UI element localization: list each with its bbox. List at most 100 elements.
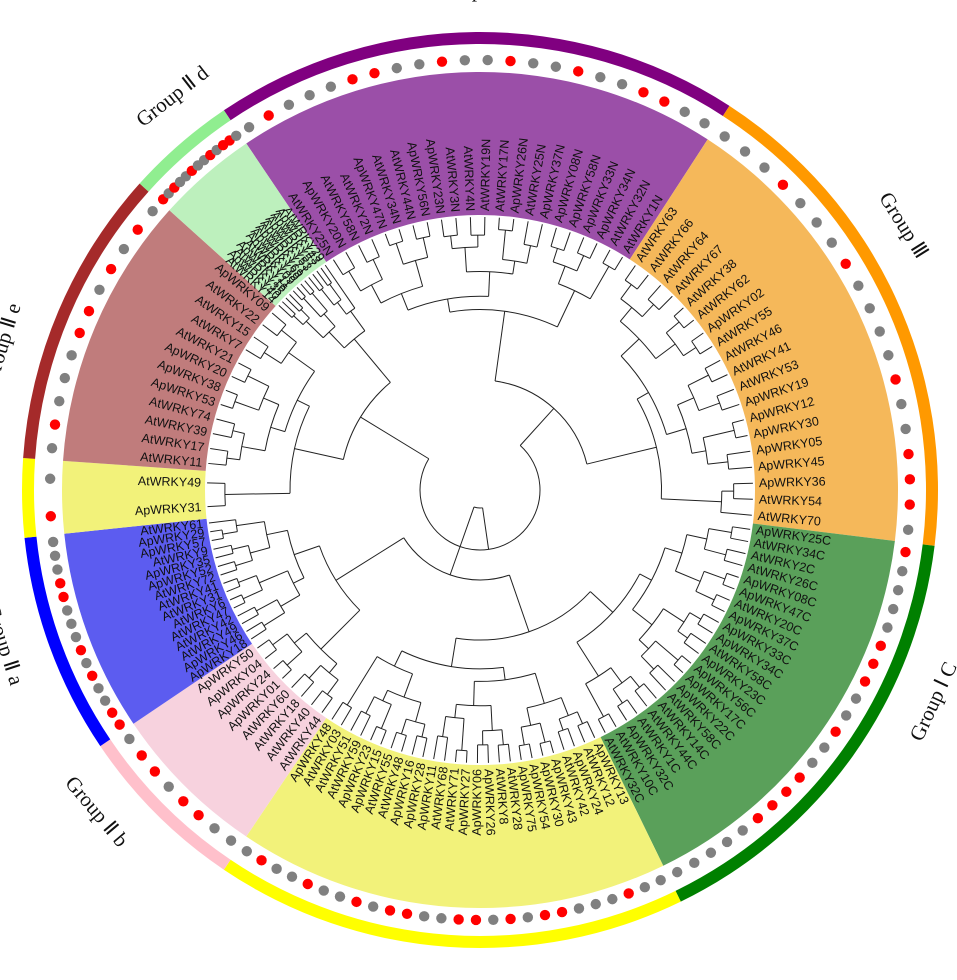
branch-arc [665, 332, 684, 356]
branch [469, 217, 472, 236]
gray-dot-marker [607, 893, 618, 905]
branch-arc [437, 735, 448, 738]
group-label-IIb: Group Ⅱ b [60, 771, 133, 852]
branch [577, 725, 586, 743]
branch [433, 735, 439, 760]
branch [683, 319, 695, 329]
branch-arc [322, 690, 333, 699]
branch [243, 589, 263, 600]
red-dot-marker [539, 909, 551, 921]
branch [271, 312, 287, 326]
branch [626, 699, 638, 714]
leaf-label: AtWRKY19N [478, 139, 493, 211]
branch [716, 594, 730, 601]
branch [384, 233, 391, 246]
red-dot-marker [263, 110, 274, 121]
gray-dot-marker [819, 742, 830, 753]
branch [323, 313, 336, 327]
branch [704, 548, 726, 556]
branch-arc [406, 718, 426, 725]
branch [449, 506, 475, 576]
branch [552, 248, 558, 263]
gray-dot-marker [54, 396, 65, 407]
branch [655, 343, 676, 359]
clade-sector-IId [169, 143, 327, 306]
branch [426, 222, 431, 237]
branch [297, 399, 310, 407]
leaf-label: ApWRKY26 [482, 769, 498, 836]
group-label-IIe: Group Ⅱ e [0, 300, 26, 387]
red-dot-marker [49, 419, 61, 430]
branch [494, 311, 506, 382]
branch-arc [634, 683, 645, 692]
branch [380, 704, 392, 729]
gray-dot-marker [639, 881, 651, 893]
branch [280, 594, 301, 607]
leaf-label: ApWRKY27 [456, 768, 473, 835]
branch [281, 329, 297, 343]
branch [560, 697, 569, 716]
red-dot-marker [623, 888, 634, 899]
red-dot-marker [302, 878, 313, 890]
branch [735, 434, 748, 439]
branch [536, 224, 543, 248]
group-label-IC: Group Ⅰ C [904, 658, 957, 745]
branch [589, 266, 610, 300]
branch [634, 690, 648, 707]
branch-arc [519, 743, 530, 747]
branch [300, 309, 310, 319]
branch-arc [612, 675, 631, 690]
branch [212, 433, 232, 439]
branch-arc [416, 235, 431, 240]
branch-arc [523, 243, 538, 248]
branch [507, 744, 511, 762]
branch [597, 719, 606, 733]
gray-dot-marker [271, 863, 282, 875]
gray-dot-marker [414, 59, 425, 70]
branch-arc [235, 519, 238, 532]
branch [331, 702, 344, 720]
gray-dot-marker [896, 398, 907, 410]
gray-dot-marker [286, 871, 298, 882]
gray-dot-marker [874, 326, 885, 337]
branch [345, 251, 356, 269]
group-label-III: Group Ⅲ [874, 188, 933, 263]
gray-dot-marker [391, 62, 402, 74]
gray-dot-marker [46, 442, 58, 454]
group-label-IIa: Group Ⅱ a [0, 601, 29, 689]
red-dot-marker [149, 766, 161, 777]
branch [370, 726, 378, 741]
leaf-label: AtWRKY71 [442, 767, 462, 831]
branch [329, 283, 342, 301]
red-dot-marker [87, 670, 98, 681]
branch [666, 428, 687, 435]
branch [567, 728, 575, 747]
branch [250, 628, 267, 640]
branch [602, 249, 611, 264]
clade-sector-IIa [64, 518, 253, 724]
gray-dot-marker [243, 122, 255, 133]
branch [624, 265, 636, 281]
branch [502, 230, 506, 260]
gray-dot-marker [66, 618, 77, 630]
gray-dot-marker [840, 710, 852, 721]
gray-dot-marker [44, 473, 56, 484]
branch-arc [239, 433, 245, 460]
gray-dot-marker [811, 217, 822, 228]
red-dot-marker [904, 474, 916, 485]
red-dot-marker [45, 511, 57, 522]
branch [300, 283, 311, 296]
group-ring-III [722, 105, 938, 546]
branch [526, 245, 532, 264]
branch [464, 247, 467, 272]
branch [350, 310, 366, 332]
branch [411, 735, 418, 755]
branch [292, 290, 303, 301]
gray-dot-marker [163, 781, 174, 792]
red-dot-marker [75, 644, 87, 656]
branch [614, 256, 623, 271]
branch-arc [704, 368, 713, 383]
gray-dot-marker [52, 564, 63, 575]
gray-dot-marker [436, 913, 447, 924]
